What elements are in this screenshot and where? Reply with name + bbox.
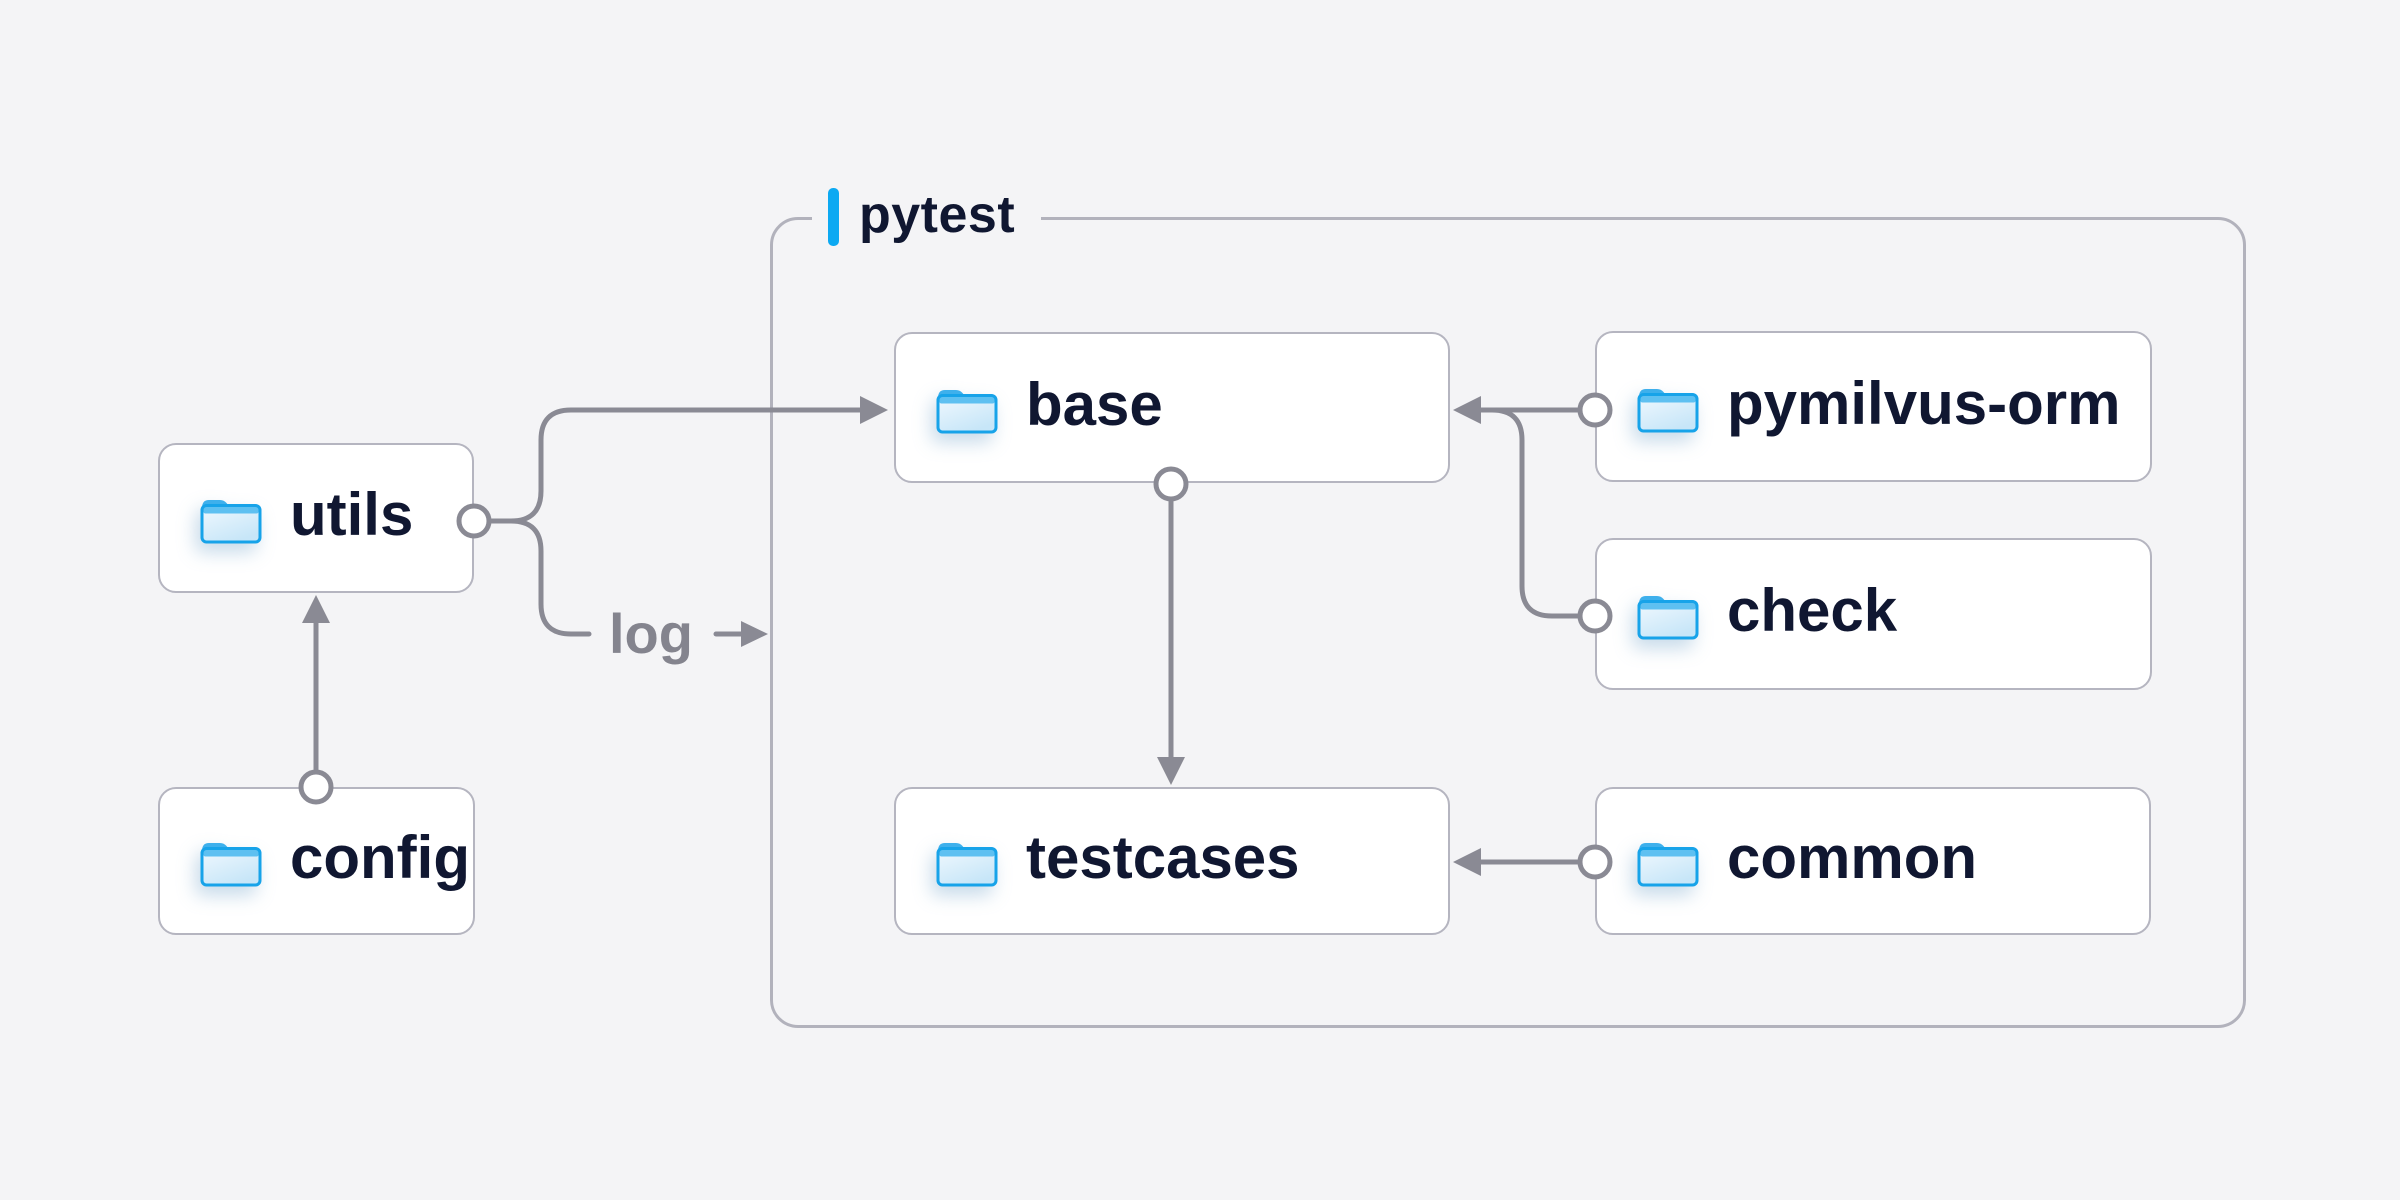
folder-icon	[1636, 380, 1700, 434]
folder-icon	[199, 491, 263, 545]
node-utils: utils	[158, 443, 474, 593]
pytest-group-title: pytest	[859, 186, 1016, 244]
node-check-label: check	[1727, 577, 1898, 644]
folder-icon	[935, 834, 999, 888]
node-base-label: base	[1026, 370, 1163, 438]
arrowhead-log	[741, 621, 768, 647]
node-check: check	[1595, 538, 2152, 690]
pytest-accent-bar-icon	[828, 188, 839, 246]
folder-icon	[1636, 834, 1700, 888]
node-common-label: common	[1727, 824, 1978, 891]
node-pymilvus-orm: pymilvus-orm	[1595, 331, 2152, 482]
node-utils-label: utils	[290, 481, 414, 548]
pytest-group-label: pytest	[812, 186, 1042, 248]
pytest-group-box	[770, 217, 2246, 1028]
node-testcases-label: testcases	[1026, 824, 1300, 891]
edge-utils-log	[508, 518, 592, 637]
arrowhead-config-utils	[302, 595, 330, 623]
node-config-label: config	[290, 824, 470, 891]
node-base: base	[894, 332, 1450, 483]
node-config: config	[158, 787, 475, 935]
folder-icon	[1636, 587, 1700, 641]
node-testcases: testcases	[894, 787, 1450, 935]
node-pymilvus-orm-label: pymilvus-orm	[1727, 369, 2121, 437]
folder-icon	[199, 834, 263, 888]
log-edge-label: log	[609, 602, 693, 665]
node-common: common	[1595, 787, 2151, 935]
folder-icon	[935, 381, 999, 435]
